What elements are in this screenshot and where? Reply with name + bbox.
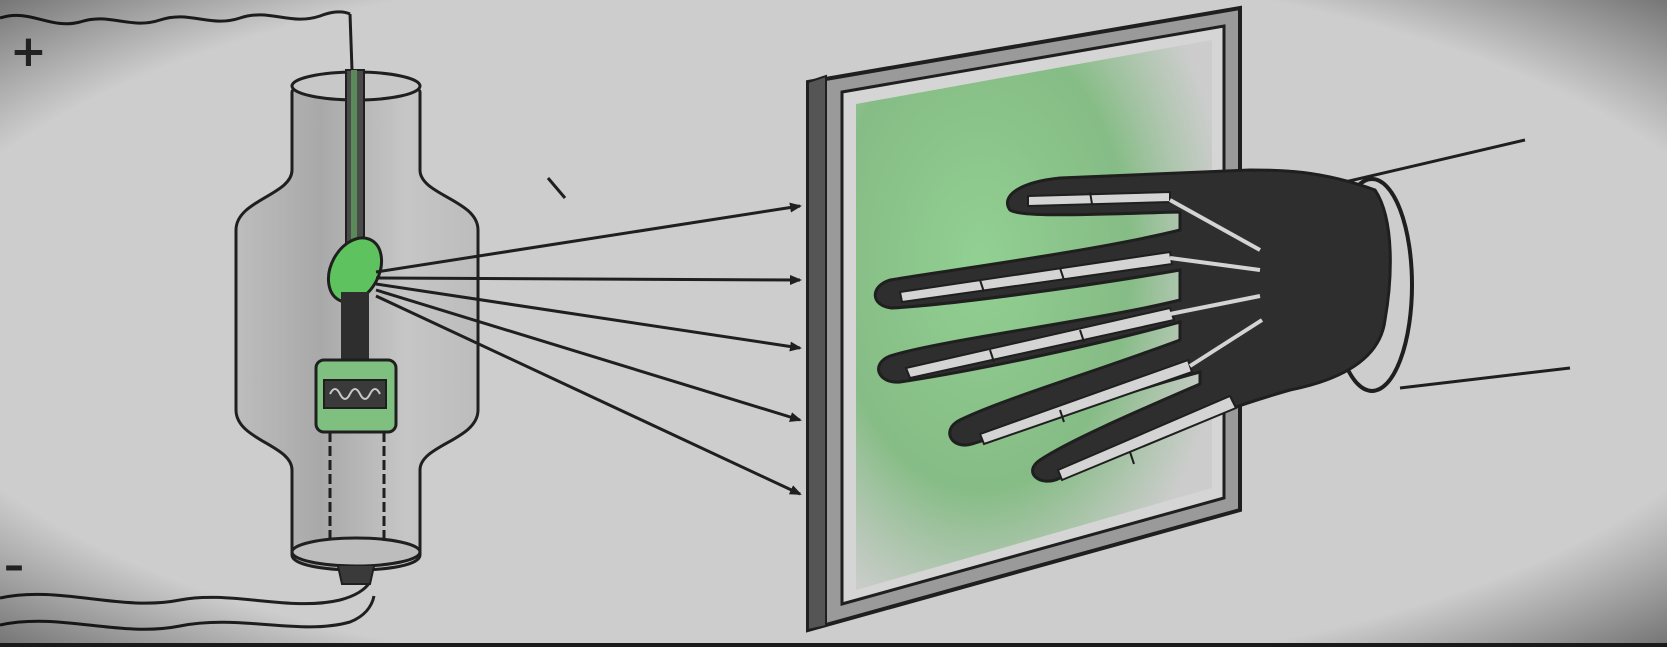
anode-lead: [348, 13, 354, 71]
tube-bottom-cap: [290, 536, 422, 568]
filament-coil: [323, 379, 387, 409]
cathode-minus-sign: –: [4, 543, 24, 589]
electron-beam: [341, 292, 369, 362]
anode-plus-sign: +: [10, 26, 47, 77]
anode-rod-highlight: [351, 70, 357, 248]
screen-frame-edge: [807, 74, 827, 632]
x-ray-2: [375, 274, 802, 285]
tube-base-pin: [337, 565, 375, 585]
